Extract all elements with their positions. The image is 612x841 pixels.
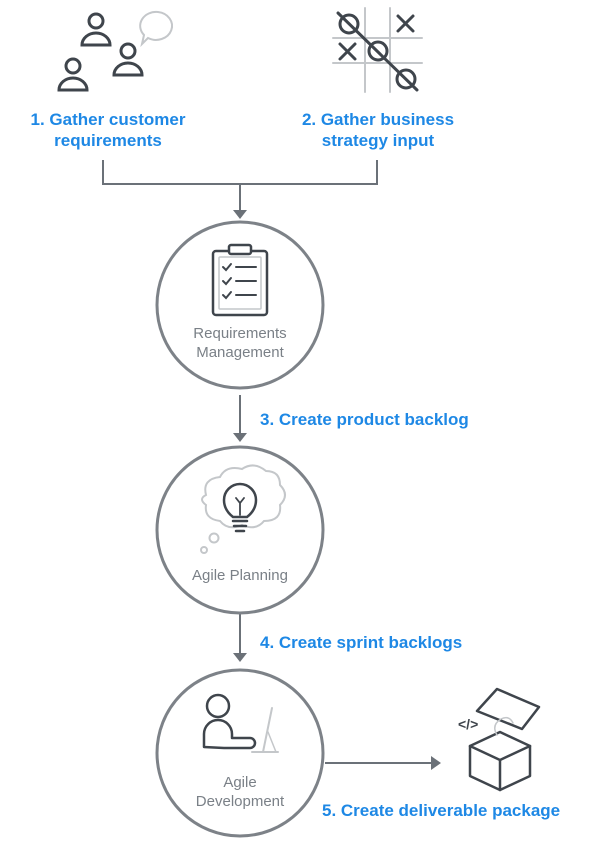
requirements-node-label: Requirements Management xyxy=(160,324,320,362)
code-glyph: </> xyxy=(458,716,478,732)
requirements-line2: Management xyxy=(196,344,284,361)
development-line1: Agile xyxy=(223,774,257,791)
people-with-speech-bubble-icon xyxy=(57,10,173,92)
step2-line2: strategy input xyxy=(321,131,435,150)
development-node-label: Agile Development xyxy=(160,773,320,811)
connector-lines xyxy=(102,160,433,764)
lightbulb-thought-icon xyxy=(200,464,286,554)
step4-label: 4. Create sprint backlogs xyxy=(260,633,463,652)
planning-line1: Agile Planning xyxy=(192,567,288,584)
open-box-code-icon: </> xyxy=(458,687,541,792)
step1-label: 1. Gather customer requirements xyxy=(8,109,208,151)
step1-line1: 1. Gather customer xyxy=(30,110,186,129)
planning-node-label: Agile Planning xyxy=(160,566,320,585)
arrowheads xyxy=(233,210,441,770)
step1-line2: requirements xyxy=(54,131,162,150)
step2-line1: 2. Gather business xyxy=(301,110,455,129)
arrow-to-planning xyxy=(233,433,247,442)
tic-tac-toe-icon xyxy=(332,7,423,93)
clipboard-checklist-icon xyxy=(211,243,269,317)
step3-label: 3. Create product backlog xyxy=(260,410,469,429)
arrow-to-requirements xyxy=(233,210,247,219)
step2-label: 2. Gather business strategy input xyxy=(278,109,478,151)
arrow-to-package xyxy=(431,756,441,770)
step5-label: 5. Create deliverable package xyxy=(322,801,561,820)
requirements-line1: Requirements xyxy=(193,325,287,342)
requirements-node-circle xyxy=(155,220,325,390)
development-node-circle xyxy=(155,668,325,838)
arrow-to-development xyxy=(233,653,247,662)
development-line2: Development xyxy=(195,793,285,810)
person-at-computer-icon xyxy=(202,693,279,753)
